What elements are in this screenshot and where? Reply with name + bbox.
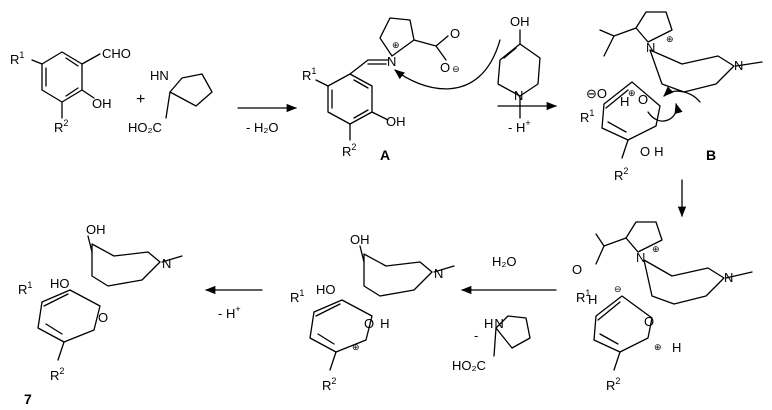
p-r2-label: R2: [50, 366, 64, 383]
d-oh-label: OH: [350, 232, 370, 247]
b-n-plus: ⊕: [666, 34, 674, 44]
reagent-acid-label: HO₂C: [452, 358, 486, 373]
arrow-4-condition: - H+: [218, 304, 241, 321]
r1-label: R1: [10, 50, 24, 67]
arrow-1-condition: - H₂O: [246, 120, 279, 135]
nucleophilic-attack-arrow: [394, 39, 501, 90]
b-o-label: O: [638, 92, 648, 107]
enamine-structure: OH N: [497, 14, 541, 119]
c-o-plus: ⊕: [654, 342, 662, 352]
c-o-minus: ⊖: [614, 284, 622, 294]
salicylaldehyde-structure: CHO OH R1 R2: [10, 46, 131, 135]
intermediate-b-label: B: [706, 147, 716, 163]
arrow-3-water: H₂O: [492, 254, 517, 269]
proline-structure: HN HO₂C: [128, 68, 213, 135]
c-oh-label: O: [644, 314, 654, 329]
product-7-label: 7: [24, 391, 32, 407]
c-n-label: N: [724, 270, 733, 285]
cho-label: CHO: [102, 46, 131, 61]
released-proline-structure: HN - HO₂C: [452, 315, 531, 373]
b-r1-label: R1: [580, 108, 594, 125]
enamine-oh-label: OH: [510, 14, 530, 29]
reagent-nh-label: HN: [484, 316, 504, 331]
c-n-plus-label: N: [636, 250, 645, 265]
p-r1-label: R1: [18, 280, 32, 297]
b-n-plus-label: N: [646, 40, 655, 55]
b-o-plus: ⊕: [628, 88, 636, 98]
proline-nh-label: HN: [150, 68, 169, 83]
b-r2-label: R2: [614, 166, 628, 183]
p-o-label: O: [98, 310, 108, 325]
intermediate-c-structure: O H ⊖ N ⊕ N O H ⊕ R1 R2: [572, 221, 753, 393]
c-h2-label: H: [672, 340, 681, 355]
intermediate-a-label: A: [380, 147, 390, 163]
a-r1-label: R1: [302, 66, 316, 83]
p-oh-label: OH: [86, 222, 106, 237]
reagent-minus-label: -: [474, 328, 478, 343]
c-h-label: H: [588, 292, 597, 307]
a-n-plus: ⊕: [392, 40, 400, 50]
b-h-label: H: [620, 94, 629, 109]
a-n-label: N: [387, 54, 396, 69]
plus-sign: +: [136, 91, 145, 108]
proline-acid-label: HO₂C: [128, 120, 162, 135]
a-r2-label: R2: [342, 142, 356, 159]
c-o-label: O: [572, 262, 582, 277]
intermediate-a-structure: N ⊕ O O⊖ OH R1 R2 A: [302, 17, 460, 163]
d-r2-label: R2: [322, 376, 336, 393]
d-o-plus: ⊕: [352, 342, 360, 352]
p-ho-label: HO: [50, 276, 70, 291]
d-r1-label: R1: [290, 288, 304, 305]
c-n-plus: ⊕: [652, 244, 660, 254]
p-n-label: N: [162, 256, 171, 271]
product-7-structure: OH HO N O R1 R2 7: [18, 222, 183, 407]
arrow-2-condition: - H+: [508, 118, 531, 135]
oh-label: OH: [92, 96, 112, 111]
a-o-minus-label: O⊖: [440, 60, 460, 75]
d-n-label: N: [434, 266, 443, 281]
c-r1-label: R1: [576, 288, 590, 305]
c-r2-label: R2: [606, 376, 620, 393]
a-oh-label: OH: [386, 114, 406, 129]
b-n-label: N: [734, 58, 743, 73]
enamine-n-label: N: [514, 88, 523, 103]
b-o-minus-label: ⊖O: [586, 86, 607, 101]
r2-label: R2: [54, 118, 68, 135]
a-o-label: O: [450, 26, 460, 41]
d-ho-label: HO: [316, 282, 336, 297]
